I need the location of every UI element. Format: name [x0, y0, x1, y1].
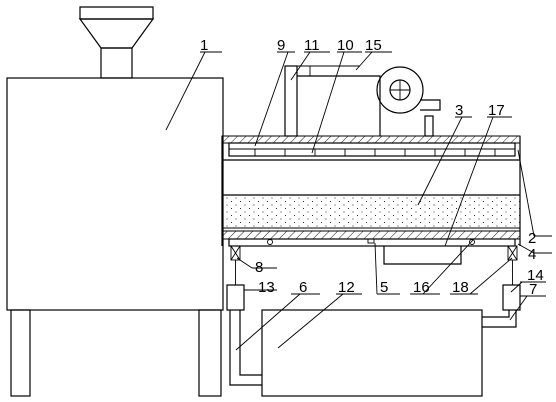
label-12: 12	[338, 279, 355, 296]
label-13: 13	[258, 279, 275, 296]
label-2: 2	[528, 230, 536, 247]
feed-hopper	[78, 6, 155, 79]
blower-fan	[284, 65, 441, 137]
main-housing	[6, 77, 224, 397]
label-10: 10	[337, 37, 354, 54]
top-vent-holes	[254, 149, 496, 156]
tank-12	[261, 309, 483, 397]
label-11: 11	[304, 37, 320, 54]
pump-14	[502, 284, 521, 311]
label-1: 1	[200, 37, 208, 54]
label-14: 14	[527, 267, 544, 284]
leader-lines	[165, 51, 552, 351]
label-16: 16	[413, 279, 430, 296]
pump-13	[226, 284, 245, 311]
label-7: 7	[529, 281, 537, 298]
label-9: 9	[277, 37, 285, 54]
label-4: 4	[528, 246, 536, 263]
label-8: 8	[255, 259, 263, 276]
lower-system	[226, 284, 521, 397]
label-15: 15	[365, 37, 382, 54]
label-6: 6	[299, 279, 307, 296]
drum-assembly	[221, 135, 521, 285]
label-18: 18	[452, 279, 469, 296]
label-17: 17	[488, 102, 505, 119]
part-numbers: 1 9 11 10 15 3 17 2 4 8 13 6 12 5 16 18 …	[200, 37, 544, 298]
label-3: 3	[455, 102, 463, 119]
label-5: 5	[380, 279, 388, 296]
